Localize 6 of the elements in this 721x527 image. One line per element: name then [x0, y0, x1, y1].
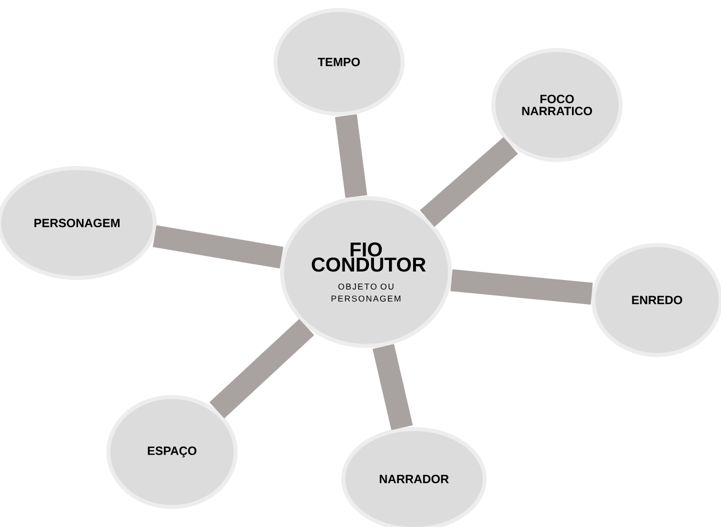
connector-band — [209, 318, 314, 418]
connector-band — [335, 114, 368, 198]
connector-band — [152, 225, 284, 269]
connector-band — [372, 344, 413, 430]
connector-band — [450, 269, 593, 305]
connector-band — [420, 137, 518, 227]
